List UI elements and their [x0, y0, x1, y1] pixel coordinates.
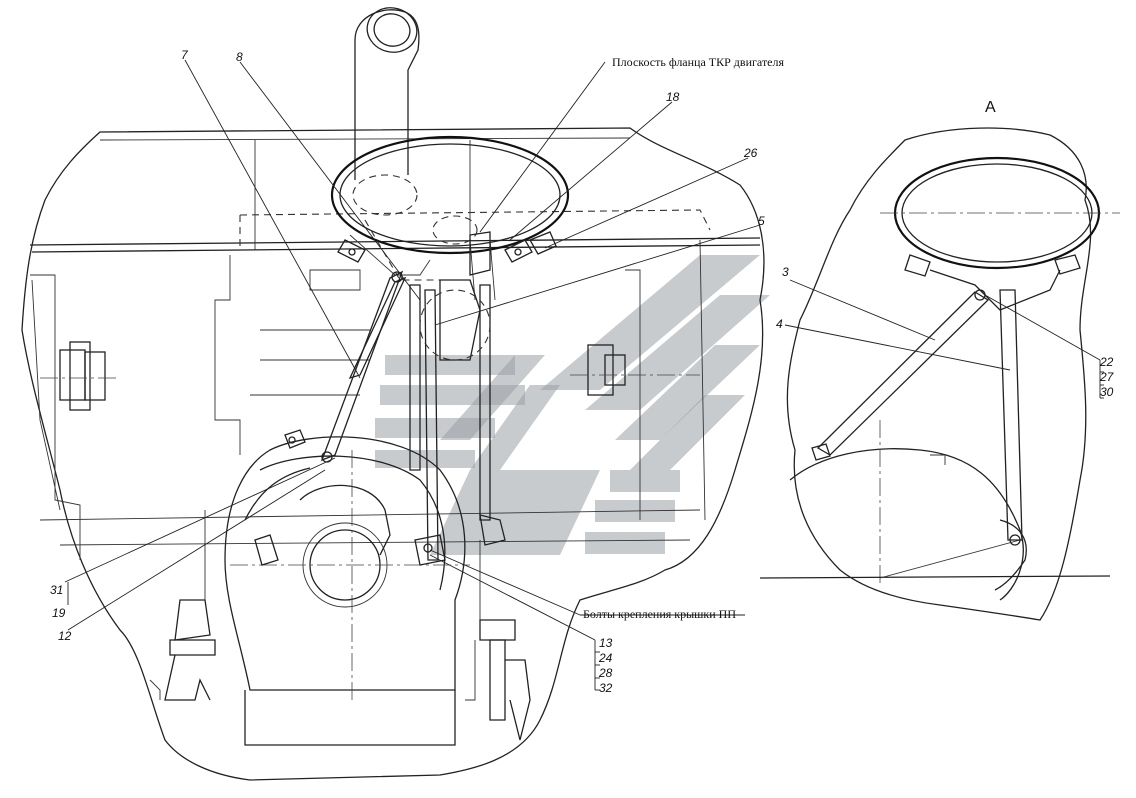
clamp-lugs — [337, 231, 557, 276]
callout-24: 24 — [598, 651, 613, 665]
view-a-title: А — [985, 99, 996, 116]
callout-30: 30 — [1100, 385, 1114, 399]
callout-31: 31 — [50, 583, 63, 597]
callout-8: 8 — [236, 50, 243, 64]
support-struts — [320, 270, 491, 561]
leader-lines-main — [64, 59, 761, 691]
callout-12: 12 — [58, 629, 72, 643]
gearbox-housing — [224, 429, 506, 746]
callout-4: 4 — [776, 317, 783, 331]
callout-19: 19 — [52, 606, 66, 620]
callout-27: 27 — [1099, 370, 1115, 384]
callout-28: 28 — [598, 666, 613, 680]
note-cover-bolts: Болты крепления крышки ПП — [583, 607, 736, 621]
view-a-detail — [759, 127, 1120, 621]
callout-13: 13 — [599, 636, 613, 650]
hull-outline — [21, 127, 765, 781]
callout-7: 7 — [181, 48, 189, 62]
callout-3: 3 — [782, 265, 789, 279]
callout-26: 26 — [743, 146, 758, 160]
callout-22: 22 — [1099, 355, 1114, 369]
callout-5: 5 — [758, 214, 765, 228]
exhaust-pipe — [330, 7, 570, 301]
note-flange-plane: Плоскость фланца ТКР двигателя — [612, 55, 785, 69]
callout-18: 18 — [666, 90, 680, 104]
engine-mounts — [149, 510, 531, 741]
engine-block — [30, 239, 706, 560]
callout-32: 32 — [599, 681, 613, 695]
watermark-logo — [375, 255, 770, 555]
